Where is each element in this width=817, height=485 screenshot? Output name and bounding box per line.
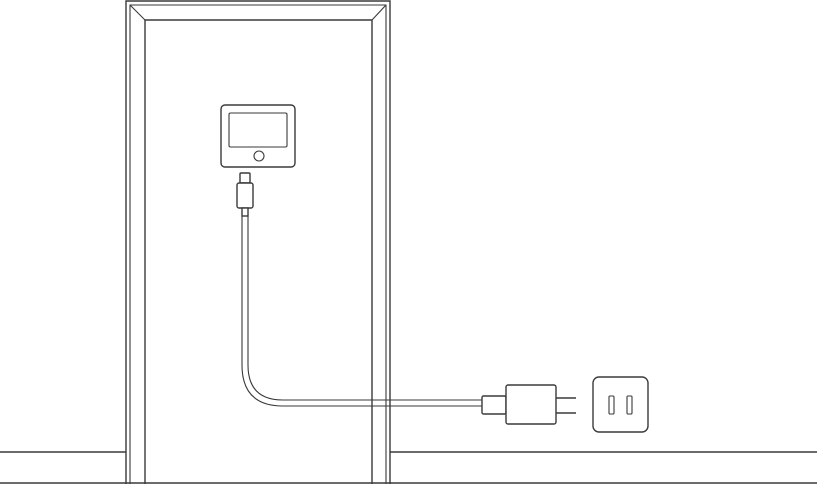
cable bbox=[242, 216, 482, 406]
wall-outlet-icon bbox=[593, 377, 648, 432]
door bbox=[126, 1, 390, 484]
floor-line bbox=[0, 452, 817, 483]
doorbell-monitor-icon bbox=[221, 105, 295, 167]
power-adapter-icon bbox=[482, 385, 576, 424]
micro-usb-plug-icon bbox=[237, 173, 253, 216]
